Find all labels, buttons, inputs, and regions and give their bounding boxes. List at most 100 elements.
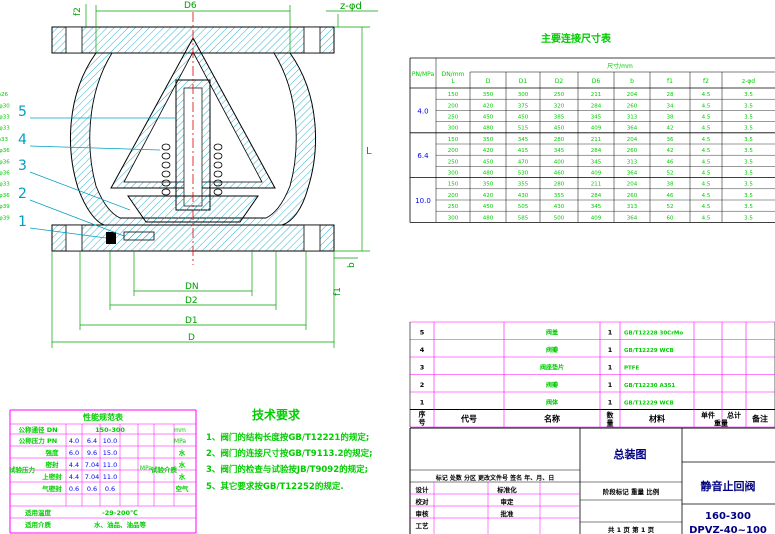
bom-row-qty: 1 <box>608 328 613 336</box>
dim-table-cell: 3.5 <box>744 159 753 165</box>
dim-table-subheader: b <box>630 78 634 85</box>
perf-pressure-label: 公称压力 PN <box>19 436 57 445</box>
dim-table-subheader: L <box>451 78 455 85</box>
dim-table-cell: 3.5 <box>744 204 753 210</box>
dim-table-cell: 3.5 <box>744 126 753 132</box>
bom-row-name: 阀座垫片 <box>540 363 564 371</box>
dim-table-cell: 3.5 <box>744 170 753 176</box>
bom-row-seq: 3 <box>420 363 425 371</box>
dim-table-cell: 200 <box>448 193 459 199</box>
bom-row-material: GB/T12229 WCB <box>624 400 674 406</box>
dim-table-cell: 480 <box>483 126 494 132</box>
dim-f1-label: f1 <box>333 287 343 296</box>
perf-test-row-value: 6.0 <box>69 449 79 457</box>
perf-test-row-value: 15.0 <box>103 449 117 457</box>
perf-media-value: 水 <box>179 448 186 457</box>
dim-table-cell: 3.5 <box>744 103 753 109</box>
perf-test-row-value: 9.6 <box>87 449 97 457</box>
perf-test-row-name: 强度 <box>46 448 60 457</box>
bom-row-name: 阀盖 <box>546 328 558 336</box>
dim-table-cell: 150 <box>448 182 459 188</box>
dim-table-cell: 4.5 <box>702 92 711 98</box>
perf-test-row-value: 0.6 <box>105 485 115 493</box>
seat-ring <box>123 231 155 241</box>
part-number-5: 5 <box>18 104 27 120</box>
dim-table-cell: 300 <box>448 170 459 176</box>
bom-header-unit-weight: 单件 <box>701 411 715 420</box>
dim-table-cell: 4.5 <box>702 204 711 210</box>
dim-table-cell: 8-φ26 <box>0 92 9 98</box>
dim-table-cell: 204 <box>627 182 638 188</box>
dim-table-cell: 350 <box>483 137 494 143</box>
dim-table-cell: 284 <box>591 148 602 154</box>
title-model: DPVZ-40~100 <box>689 525 767 534</box>
dim-table-cell: 4.5 <box>702 137 711 143</box>
bom-header-note: 备注 <box>751 414 768 424</box>
dim-z-phi-d-label: z-φd <box>340 1 362 12</box>
bom-row-name: 阀体 <box>546 398 559 406</box>
dim-table-cell: 355 <box>518 182 529 188</box>
dim-table-cell: 420 <box>483 193 494 199</box>
dim-table-title: 主要连接尺寸表 <box>541 32 612 45</box>
dim-table-cell: 3.5 <box>744 92 753 98</box>
dim-table-cell: 515 <box>518 126 529 132</box>
dim-table-cell: 250 <box>554 92 565 98</box>
bom-row-qty: 1 <box>608 398 613 406</box>
dim-table-cell: 345 <box>591 204 602 210</box>
dim-table-cell: 375 <box>518 103 529 109</box>
dim-table-cell: 4.5 <box>702 182 711 188</box>
bom-header-qty-2: 量 <box>607 419 614 428</box>
title-std: 标准化 <box>496 485 517 494</box>
dim-table-cell: 250 <box>448 159 459 165</box>
bom-header-seq-2: 号 <box>419 418 426 427</box>
dim-table-subheader: D6 <box>592 78 601 85</box>
perf-test-row-value: 4.4 <box>69 461 79 469</box>
dim-table-cell: 420 <box>483 148 494 154</box>
dim-table-cell: 12-φ39 <box>0 204 10 210</box>
dim-table-cell: 470 <box>518 159 529 165</box>
perf-unit-mm: mm <box>174 427 186 434</box>
part-number-2: 2 <box>18 186 27 202</box>
dim-table-cell: 4.5 <box>702 193 711 199</box>
dim-table-cell: 280 <box>554 137 565 143</box>
perf-pressure-value: 10.0 <box>103 437 117 445</box>
dim-l-label: L <box>366 146 372 157</box>
spring <box>161 143 223 196</box>
tech-req-item-4: 5、其它要求按GB/T12252的规定. <box>206 481 344 492</box>
dim-table-cell: 345 <box>591 114 602 120</box>
dim-table-subheader: f1 <box>667 78 673 85</box>
dim-table-cell: 12-φ33 <box>0 114 10 120</box>
dim-table-cell: 34 <box>667 103 674 109</box>
tech-req-item-3: 3、阀门的检查与试验按JB/T9092的规定; <box>206 464 368 475</box>
dim-table-cell: 250 <box>448 114 459 120</box>
dim-table-cell: 12-φ36 <box>0 148 10 154</box>
tech-req-item-1: 1、阀门的结构长度按GB/T12221的规定; <box>206 432 369 443</box>
dim-table-cell: 4.5 <box>702 159 711 165</box>
bom-row-qty: 1 <box>608 381 613 389</box>
dim-table-cell: 530 <box>518 170 529 176</box>
dim-table-cell: 3.5 <box>744 114 753 120</box>
bom-row-name: 阀瓣 <box>546 346 558 354</box>
bom-header-code: 代号 <box>460 414 477 424</box>
dim-table-cell: 430 <box>518 193 529 199</box>
dim-table-cell: 420 <box>483 103 494 109</box>
dim-table-cell: 52 <box>667 204 674 210</box>
bom-row-seq: 1 <box>420 398 425 406</box>
dim-table-cell: 52 <box>667 170 674 176</box>
dim-table-cell: 480 <box>483 215 494 221</box>
dim-table-cell: 28 <box>667 92 674 98</box>
dim-table-cell: 260 <box>627 193 638 199</box>
dim-table-cell: 12-φ36 <box>0 159 10 165</box>
perf-test-label: 试验压力 <box>9 465 36 474</box>
dim-table-pn-1: 6.4 <box>417 152 429 160</box>
dim-table-cell: 46 <box>667 193 674 199</box>
dim-table-cell: 450 <box>518 114 529 120</box>
dim-table-cell: 505 <box>518 204 529 210</box>
dim-table-cell: 3.5 <box>744 193 753 199</box>
valve-section-view <box>29 12 335 265</box>
title-product: 静音止回阀 <box>701 479 756 493</box>
perf-temp-value: -29-200℃ <box>102 509 138 517</box>
dim-table-cell: 409 <box>591 215 602 221</box>
dim-table-cell: 3.5 <box>744 215 753 221</box>
dim-table-subheader: D2 <box>555 78 564 85</box>
